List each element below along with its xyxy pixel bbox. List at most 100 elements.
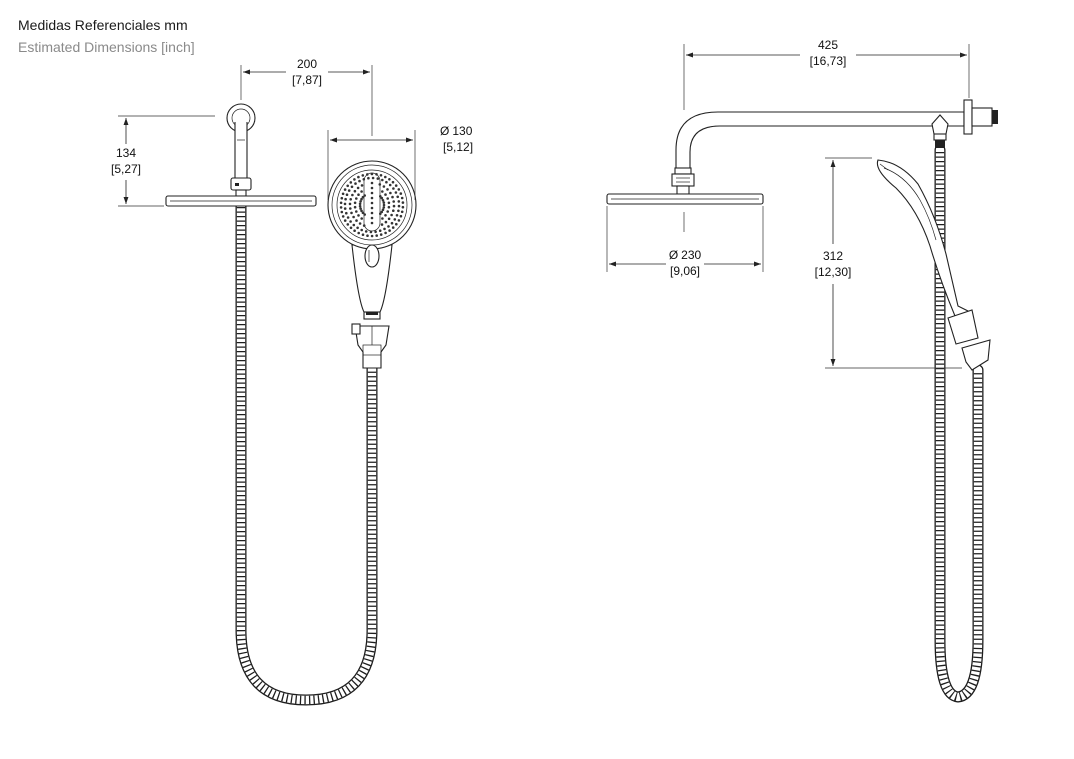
nozzle-dot bbox=[388, 183, 392, 187]
nozzle-dot bbox=[364, 230, 368, 233]
nozzle-dot bbox=[379, 174, 383, 177]
nozzle-dot bbox=[355, 210, 358, 213]
nozzle-dot bbox=[367, 176, 370, 180]
nozzle-dot bbox=[380, 210, 384, 214]
nozzle-dot bbox=[379, 195, 382, 198]
nozzle-dot bbox=[347, 189, 351, 192]
dim-front-height-inch: [5,27] bbox=[111, 162, 141, 176]
nozzle-dot bbox=[397, 188, 401, 191]
nozzle-dot bbox=[357, 175, 360, 179]
dim-rainhead-diameter-inch: [9,06] bbox=[670, 264, 700, 278]
side-hose bbox=[934, 144, 984, 703]
nozzle-dot bbox=[349, 220, 352, 223]
nozzle-dot bbox=[351, 193, 354, 197]
nozzle-dot bbox=[394, 184, 398, 187]
dimension-handshower-height: 312 [12,30] bbox=[815, 157, 962, 369]
nozzle-dot bbox=[382, 185, 386, 188]
nozzle-dot bbox=[339, 201, 343, 205]
nozzle-dot bbox=[382, 206, 386, 209]
nozzle-dot bbox=[349, 181, 353, 184]
nozzle-dot bbox=[361, 211, 365, 215]
nozzle-dot bbox=[371, 176, 375, 180]
nozzle-dot bbox=[370, 221, 374, 225]
nozzle-dot bbox=[385, 180, 388, 184]
nozzle-dot bbox=[369, 230, 373, 234]
nozzle-dot bbox=[350, 211, 353, 215]
front-shower-arm bbox=[226, 103, 256, 197]
nozzle-dot bbox=[381, 199, 385, 202]
nozzle-dot bbox=[363, 213, 367, 216]
nozzle-dot bbox=[360, 190, 363, 193]
nozzle-dot bbox=[400, 210, 404, 214]
nozzle-dot bbox=[353, 229, 356, 232]
dim-handshower-diameter-inch: [5,12] bbox=[443, 140, 473, 154]
dimension-front-width: 200 [7,87] bbox=[240, 57, 373, 136]
nozzle-dot bbox=[399, 214, 403, 218]
nozzle-dot bbox=[359, 207, 362, 210]
nozzle-dot bbox=[370, 181, 374, 185]
nozzle-dot bbox=[358, 222, 362, 225]
dim-arm-length-inch: [16,73] bbox=[810, 54, 847, 68]
nozzle-dot bbox=[381, 178, 384, 182]
nozzle-dot bbox=[341, 215, 345, 218]
nozzle-dot bbox=[397, 204, 401, 208]
nozzle-dot bbox=[370, 172, 374, 176]
nozzle-dot bbox=[381, 208, 385, 211]
nozzle-dot bbox=[353, 201, 357, 205]
nozzle-dot bbox=[363, 194, 367, 197]
nozzle-dot bbox=[378, 183, 382, 186]
nozzle-dot bbox=[381, 190, 384, 193]
nozzle-dot bbox=[387, 225, 390, 228]
nozzle-dot bbox=[348, 202, 352, 206]
nozzle-dot bbox=[349, 207, 352, 210]
nozzle-dot bbox=[370, 186, 374, 190]
dimension-arm-length: 425 [16,73] bbox=[683, 38, 970, 110]
nozzle-dot bbox=[354, 182, 357, 185]
nozzle-dot bbox=[346, 184, 350, 188]
nozzle-dot bbox=[353, 178, 356, 181]
nozzle-dot bbox=[349, 226, 353, 230]
nozzle-dot bbox=[375, 173, 378, 176]
nozzle-dot bbox=[360, 209, 363, 213]
nozzle-dot bbox=[358, 204, 362, 208]
nozzle-dot bbox=[397, 209, 400, 213]
nozzle-dot bbox=[394, 191, 398, 194]
nozzle-dot bbox=[382, 203, 386, 207]
dim-handshower-height-inch: [12,30] bbox=[815, 265, 852, 279]
nozzle-dot bbox=[359, 200, 362, 203]
nozzle-dot bbox=[397, 219, 401, 222]
nozzle-dot bbox=[361, 195, 365, 199]
nozzle-dot bbox=[352, 215, 355, 219]
nozzle-dot bbox=[384, 220, 388, 224]
nozzle-dot bbox=[340, 196, 344, 200]
nozzle-dot bbox=[375, 234, 379, 237]
nozzle-dot bbox=[370, 196, 374, 200]
nozzle-dot bbox=[378, 229, 382, 232]
nozzle-dot bbox=[392, 209, 395, 212]
nozzle-dot bbox=[343, 207, 347, 210]
nozzle-dot bbox=[355, 219, 358, 222]
nozzle-dot bbox=[346, 216, 350, 219]
nozzle-dot bbox=[339, 206, 343, 209]
nozzle-dot bbox=[357, 231, 361, 235]
nozzle-dot bbox=[391, 180, 395, 184]
nozzle-dot bbox=[395, 222, 398, 226]
front-rainhead bbox=[165, 195, 317, 207]
nozzle-dot bbox=[344, 197, 347, 201]
nozzle-dot bbox=[350, 185, 354, 189]
nozzle-dot bbox=[343, 188, 347, 191]
nozzle-dot bbox=[356, 226, 359, 230]
dim-front-height-mm: 134 bbox=[116, 146, 136, 160]
nozzle-dot bbox=[360, 184, 364, 187]
nozzle-dot bbox=[388, 229, 391, 232]
nozzle-dot bbox=[353, 189, 357, 193]
nozzle-dot bbox=[370, 201, 374, 205]
nozzle-dot bbox=[395, 214, 399, 217]
nozzle-dot bbox=[374, 230, 377, 234]
nozzle-dot bbox=[361, 233, 365, 236]
